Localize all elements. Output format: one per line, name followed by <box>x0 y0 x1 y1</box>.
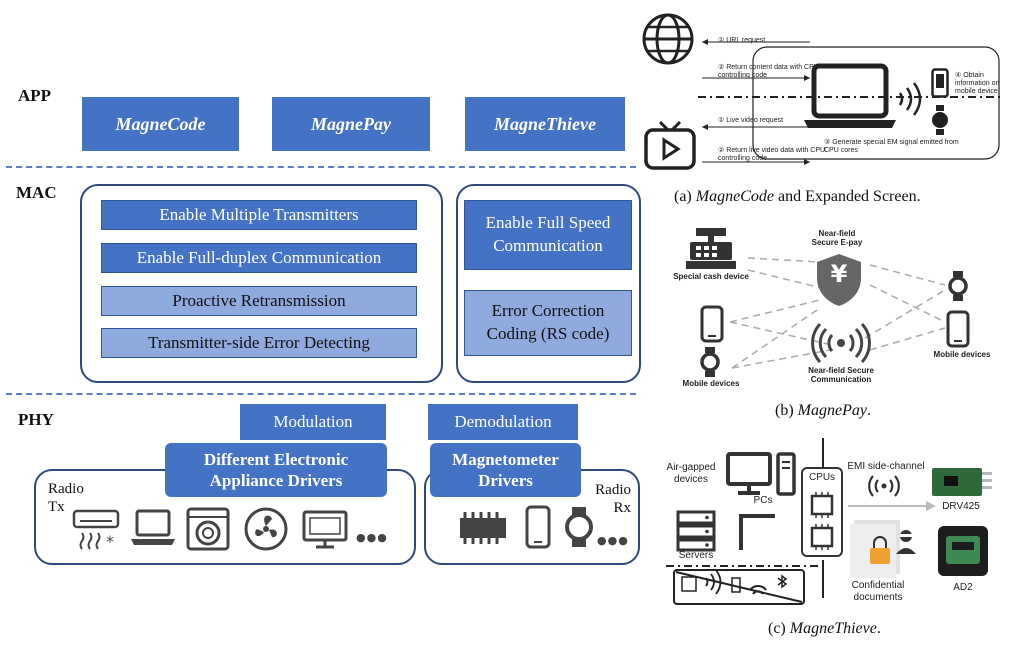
url-request-label: ① URL request <box>718 37 766 44</box>
tx-drivers: Different Electronic Appliance Drivers <box>165 443 387 497</box>
chip-icon <box>460 512 506 544</box>
phy-demodulation: Demodulation <box>428 404 578 440</box>
app-magnethieve: MagneThieve <box>465 97 625 151</box>
mac-error-detecting: Transmitter-side Error Detecting <box>101 328 417 358</box>
separator-mac-phy <box>6 393 636 395</box>
ad2-label: AD2 <box>953 582 973 593</box>
no-wireless-panel <box>666 565 822 605</box>
separator-app-mac <box>6 166 636 168</box>
rx-drivers: Magnetometer Drivers <box>430 443 581 497</box>
laptop-large-icon <box>804 63 896 128</box>
secure-epay-label: Near-field Secure E-pay <box>811 229 863 248</box>
smartwatch-icon <box>565 507 593 547</box>
live-video-label: ① Live video request <box>718 117 784 124</box>
rx-ellipsis: ●●● <box>597 534 629 547</box>
cable-icon <box>739 514 775 550</box>
return-content-label: ② Return content data with CPU controlli… <box>718 64 819 80</box>
cpus-label: CPUs <box>808 472 836 483</box>
mac-error-correction: Error Correction Coding (RS code) <box>464 290 632 356</box>
air-conditioner-icon: * <box>72 509 120 551</box>
generate-em-label: ③ Generate special EM signal emitted fro… <box>824 139 959 155</box>
mac-multiple-transmitters: Enable Multiple Transmitters <box>101 200 417 230</box>
cash-register-icon <box>686 228 736 269</box>
shield-yen-icon <box>817 254 861 306</box>
globe-icon <box>642 13 694 65</box>
mac-proactive-retransmission: Proactive Retransmission <box>101 286 417 316</box>
servers-label: Servers <box>678 550 714 561</box>
layer-label-phy: PHY <box>18 410 54 429</box>
ad2-device-icon <box>938 526 988 576</box>
pcs-label: PCs <box>753 495 773 506</box>
laptop-icon <box>131 509 175 545</box>
return-live-label: ② Return live video data with CPU contro… <box>718 147 826 163</box>
emi-arrow <box>848 501 936 511</box>
phy-modulation: Modulation <box>240 404 386 440</box>
app-magnecode: MagneCode <box>82 97 239 151</box>
layer-label-app: APP <box>18 86 52 105</box>
radio-tx-label: Radio Tx <box>48 481 84 515</box>
watch-icon <box>932 105 948 135</box>
caption-b: (b) MagnePay. <box>775 402 871 419</box>
mobile-devices-right-label: Mobile devices <box>933 350 991 359</box>
drv425-label: DRV425 <box>942 501 980 512</box>
phone-b-right-icon <box>946 310 970 348</box>
monitor-icon <box>302 510 348 549</box>
signal-waves-icon <box>898 82 922 116</box>
server-icon <box>676 510 716 552</box>
radio-rx-label: Radio Rx <box>595 482 631 516</box>
caption-c: (c) MagneThieve. <box>768 620 881 637</box>
layer-label-mac: MAC <box>16 183 57 202</box>
caption-a: (a) MagneCode and Expanded Screen. <box>674 188 921 205</box>
confidential-label: Confidential documents <box>851 580 905 603</box>
emi-label: EMI side-channel <box>847 461 925 472</box>
drv425-board-icon <box>932 468 992 496</box>
tv-play-icon <box>644 120 696 170</box>
emi-signal-icon <box>868 475 900 497</box>
secure-comm-label: Near-field Secure Communication <box>808 366 874 385</box>
svg-text:*: * <box>106 532 114 551</box>
nfc-signal-icon <box>811 322 871 364</box>
washing-machine-icon <box>186 507 230 551</box>
fig-c-divider <box>822 438 824 598</box>
watch-b-right-icon <box>948 271 968 301</box>
watch-b-left-icon <box>700 347 720 377</box>
yen-symbol: ¥ <box>830 260 848 288</box>
mac-full-speed: Enable Full Speed Communication <box>464 200 632 270</box>
mobile-devices-left-label: Mobile devices <box>682 379 740 388</box>
app-magnepay: MagnePay <box>272 97 430 151</box>
phone-icon <box>525 505 551 549</box>
fig-a-arrows <box>698 39 1000 165</box>
fig-b-lines <box>729 257 946 369</box>
air-gapped-label: Air-gapped devices <box>666 462 716 485</box>
pc-icon <box>726 452 796 496</box>
mac-full-duplex: Enable Full-duplex Communication <box>101 243 417 273</box>
fan-icon <box>244 507 288 551</box>
cash-device-label: Special cash device <box>673 272 749 281</box>
confidential-docs-icon <box>850 520 916 578</box>
phone-b-left-icon <box>700 305 724 343</box>
tx-ellipsis: ●●● <box>356 531 388 544</box>
obtain-info-label: ④ Obtain information on mobile device <box>955 72 1000 96</box>
mobile-phone-icon <box>931 68 949 98</box>
